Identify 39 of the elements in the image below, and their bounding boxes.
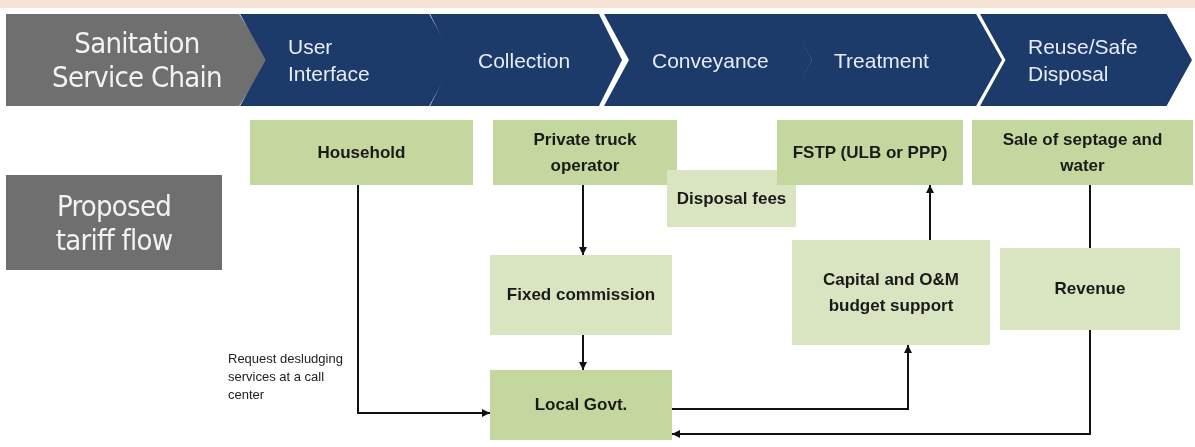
node-label: FSTP (ULB or PPP): [791, 141, 949, 164]
row-heading: Sanitation Service Chain: [51, 26, 223, 94]
connector-line: [1089, 184, 1091, 249]
process-box: [490, 370, 672, 440]
arrow: [671, 344, 912, 410]
chevron-step: [6, 14, 268, 106]
node-label: Household: [316, 141, 407, 164]
process-box: [1000, 248, 1180, 330]
node-label: Collection: [477, 47, 572, 74]
node-label: Capital and O&M budget support: [822, 268, 960, 317]
node-label: Revenue: [1053, 278, 1127, 300]
arrow: [579, 334, 587, 371]
chevron-step: [240, 14, 455, 106]
row-header-box: [6, 175, 222, 270]
node-label: User Interface: [287, 34, 371, 87]
process-box: [490, 255, 672, 335]
chevron-step: [786, 14, 1002, 106]
row-heading: Proposed tariff flow: [54, 188, 174, 257]
process-box: [667, 170, 796, 227]
node-label: Sale of septage and water: [1001, 128, 1164, 177]
arrow: [926, 184, 934, 241]
node-label: Treatment: [833, 47, 930, 74]
chevron-step: [980, 14, 1192, 106]
process-box: [250, 120, 473, 185]
process-box: [777, 120, 963, 185]
node-label: Conveyance: [651, 47, 770, 74]
node-label: Local Govt.: [533, 394, 629, 416]
arrow: [671, 329, 1091, 438]
process-box: [792, 240, 990, 345]
node-label: Reuse/Safe Disposal: [1027, 34, 1139, 87]
process-box: [493, 120, 677, 185]
chevron-step: [430, 14, 622, 106]
node-label: Fixed commission: [505, 284, 657, 306]
arrow: [357, 184, 491, 417]
node-label: Private truck operator: [532, 128, 638, 177]
node-label: Disposal fees: [675, 187, 788, 210]
arrow: [579, 184, 587, 256]
chevron-step: [604, 14, 812, 106]
process-box: [972, 120, 1193, 185]
